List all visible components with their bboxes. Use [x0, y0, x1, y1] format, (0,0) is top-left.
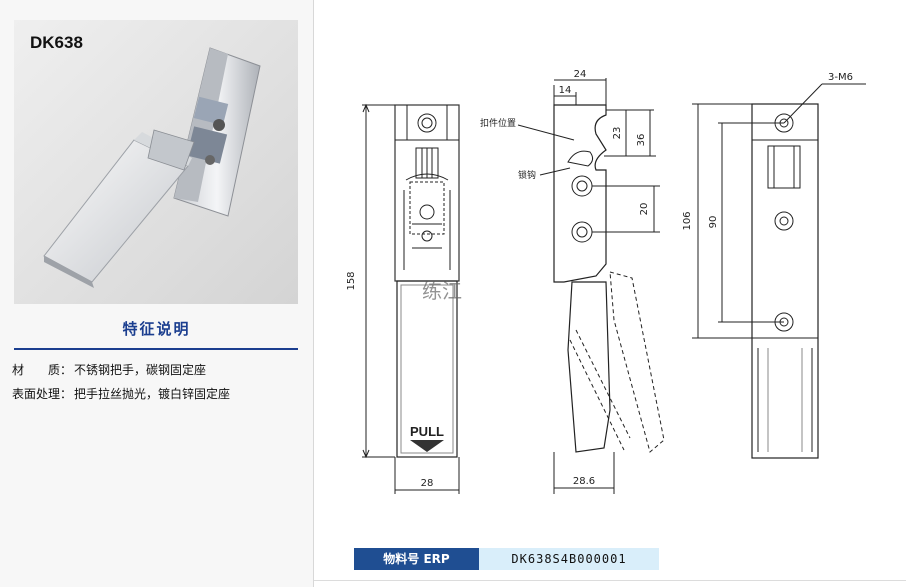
back-view: 106 90 3-M6 [682, 72, 866, 459]
bottom-divider [314, 580, 906, 581]
dim-front-width: 28 [421, 478, 434, 489]
dim-side-20: 20 [639, 203, 650, 216]
dim-back-height: 106 [682, 211, 693, 230]
spec-finish-label: 表面处理： [12, 387, 73, 401]
dim-side-inner: 14 [559, 85, 572, 96]
watermark: 练江 [422, 279, 462, 303]
callout-catch-position: 扣件位置 [480, 117, 516, 129]
heading-divider [14, 348, 298, 350]
side-view: 24 14 23 36 20 28.6 扣件位置 锁钩 [480, 69, 665, 494]
front-view: PULL 158 28 练江 [346, 103, 462, 494]
product-photo [14, 20, 298, 304]
latch-photo-image [14, 20, 298, 304]
spec-material-value: 不锈钢把手，碳钢固定座 [74, 363, 207, 377]
spec-material-label: 材 质： [12, 363, 73, 377]
spec-finish-value: 把手拉丝抛光，镀白锌固定座 [74, 387, 231, 401]
dim-side-36: 36 [636, 134, 647, 147]
pull-label: PULL [410, 424, 444, 439]
callout-mount-holes: 3-M6 [828, 72, 853, 83]
spec-finish: 表面处理：把手拉丝抛光，镀白锌固定座 [12, 385, 230, 402]
dim-front-height: 158 [346, 271, 357, 290]
dim-back-holes: 90 [708, 216, 719, 229]
spec-material: 材 质：不锈钢把手，碳钢固定座 [12, 361, 206, 378]
dim-side-23: 23 [612, 127, 623, 140]
model-code: DK638 [30, 33, 83, 52]
dim-side-top: 24 [574, 69, 587, 80]
erp-part-number: DK638S4B000001 [479, 548, 659, 570]
callout-latch-hook: 锁钩 [518, 169, 536, 181]
product-panel: DK638 特征说明 材 质：不锈钢把手，碳钢固定座 表面处理：把手拉丝抛光，镀… [0, 0, 314, 587]
erp-label: 物料号 ERP [354, 548, 479, 570]
features-heading: 特征说明 [122, 320, 191, 338]
technical-drawing: PULL 158 28 练江 24 14 23 36 2 [346, 69, 866, 494]
dim-side-bottom: 28.6 [573, 476, 595, 487]
